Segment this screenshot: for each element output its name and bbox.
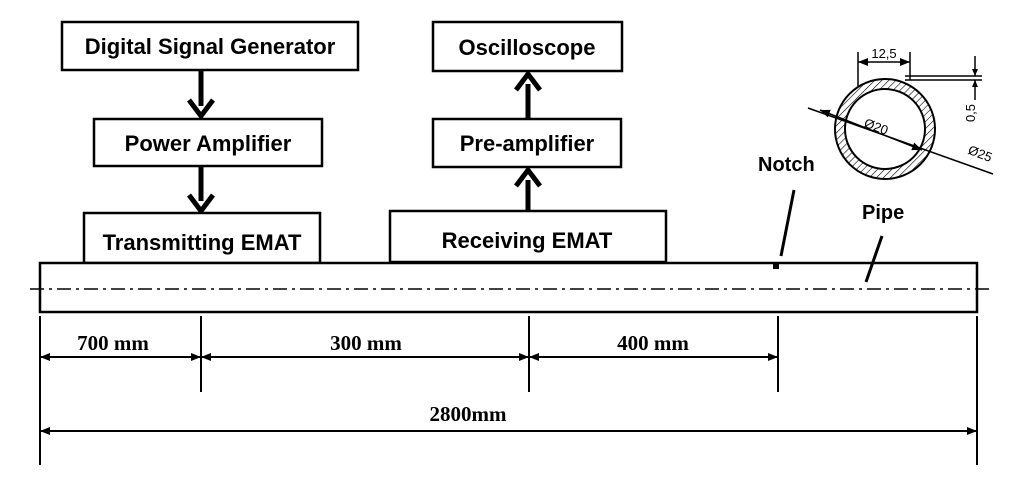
pipe-cross-section: 12,5 0,5 Ø20 Ø25 [807,46,994,180]
block-transmitting-emat: Transmitting EMAT [82,211,322,265]
block-oscilloscope: Oscilloscope [431,20,624,73]
cs-thickness-label: 0,5 [963,104,978,122]
arrow-amp-to-tx-head [187,193,215,216]
power-amplifier-label: Power Amplifier [125,131,292,156]
arrow-pre-to-osc-head [514,69,542,92]
oscilloscope-label: Oscilloscope [459,35,596,60]
signal-generator-label: Digital Signal Generator [85,34,336,59]
arrow-gen-to-amp-head [187,98,215,121]
receiving-emat-label: Receiving EMAT [442,228,613,253]
block-receiving-emat: Receiving EMAT [388,209,668,264]
pipe-label: Pipe [862,202,904,224]
notch-label: Notch [758,154,815,176]
cs-outer-dia-label: Ø25 [966,142,994,165]
dim-label-300: 300 mm [330,331,402,355]
block-power-amplifier: Power Amplifier [92,117,324,168]
block-pre-amplifier: Pre-amplifier [431,117,623,169]
arrow-rx-to-pre-head [514,165,542,188]
dim-label-total: 2800mm [430,402,507,426]
pre-amplifier-label: Pre-amplifier [460,131,595,156]
block-signal-generator: Digital Signal Generator [60,20,360,72]
pipe-leader [864,235,884,283]
cs-width-label: 12,5 [871,46,896,61]
pipe-body [38,261,979,314]
dimension-lines [39,316,978,465]
notch-leader [779,189,796,257]
transmitting-emat-label: Transmitting EMAT [103,230,302,255]
dim-label-400: 400 mm [617,331,689,355]
dim-label-700: 700 mm [77,331,149,355]
notch-marker [773,263,779,269]
